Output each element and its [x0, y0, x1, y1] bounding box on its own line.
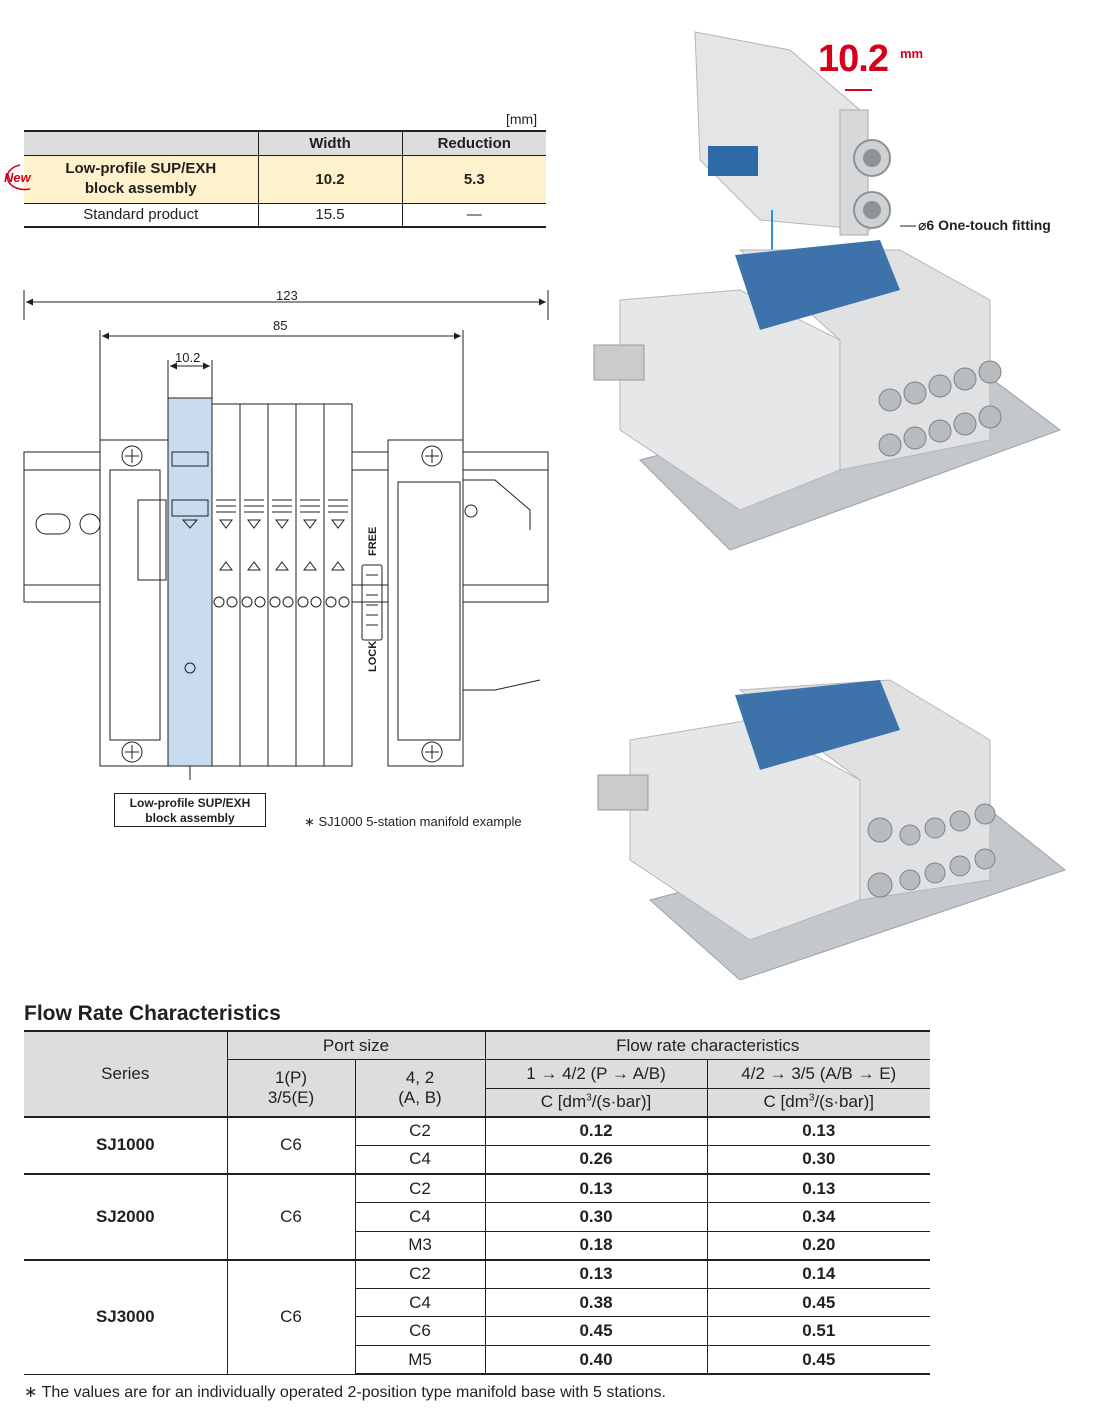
- header-row: Series Port size Flow rate characteristi…: [24, 1030, 930, 1118]
- flow2-cell: 0.45: [706, 1287, 930, 1318]
- flow2-cell: 0.34: [706, 1202, 930, 1232]
- ab-port-cell: C4: [355, 1202, 486, 1232]
- ab-port-cell: C6: [355, 1316, 486, 1347]
- series-cell: SJ2000: [24, 1172, 228, 1261]
- table-row: SJ1000 C6 C2 0.12 0.13: [24, 1115, 930, 1175]
- header-port-ab: 4, 2 (A, B): [354, 1059, 486, 1118]
- table-header-row: Width Reduction: [24, 131, 546, 156]
- row-reduction: 5.3: [401, 155, 546, 204]
- table-row: SJ2000 C6 C2 0.13 0.13: [24, 1172, 930, 1261]
- header-unit-2: C [dm3/(s·bar)]: [706, 1087, 930, 1118]
- callout-line1: Low-profile SUP/EXH: [129, 796, 251, 810]
- flow1-cell: 0.12: [484, 1115, 708, 1146]
- callout-line2: block assembly: [145, 811, 235, 825]
- table-row: M5 0.40 0.45: [24, 1345, 930, 1376]
- dim-block: 10.2: [175, 350, 201, 365]
- row-label: Low-profile SUP/EXH block assembly: [24, 155, 258, 204]
- width-comparison-table: Width Reduction Low-profile SUP/EXH bloc…: [24, 130, 546, 228]
- header-row: C [dm3/(s·bar)] C [dm3/(s·bar)]: [24, 1087, 930, 1118]
- flow1-cell: 0.38: [484, 1287, 708, 1318]
- flow2-cell: 0.51: [706, 1316, 930, 1347]
- manifold-drawing: LOCK FREE: [23, 290, 549, 780]
- flow-rate-table: Series Port size Flow rate characteristi…: [24, 1030, 930, 1376]
- example-note: ∗ SJ1000 5-station manifold example: [304, 814, 522, 829]
- photo-dimension-unit: mm: [900, 46, 924, 61]
- header-dir1: 1 → 4/2 (P → A/B): [484, 1059, 708, 1089]
- ab-port-cell: C4: [355, 1144, 486, 1175]
- ab-port-cell: C4: [355, 1287, 486, 1318]
- table-row: M3 0.18 0.20: [24, 1230, 930, 1261]
- new-badge: New: [4, 164, 32, 191]
- table-row: Low-profile SUP/EXH block assembly 10.2 …: [24, 155, 546, 204]
- ab-port-cell: M5: [355, 1345, 486, 1376]
- row-label-line2: block assembly: [84, 180, 197, 197]
- flow2-cell: 0.14: [706, 1258, 930, 1289]
- row-reduction: —: [401, 203, 546, 228]
- photo-dimension-value: 10.2: [818, 38, 889, 80]
- row-width: 10.2: [257, 155, 402, 204]
- ab-port-cell: M3: [355, 1230, 486, 1261]
- p-port-cell: C6: [226, 1115, 356, 1175]
- header-dir2: 4/2 → 3/5 (A/B → E): [706, 1059, 930, 1089]
- ab-port-cell: C2: [354, 1172, 486, 1204]
- row-label: Standard product: [24, 203, 258, 228]
- flow2-cell: 0.20: [706, 1230, 930, 1261]
- ab-port-cell: C2: [354, 1258, 486, 1289]
- header-port-ab-line2: (A, B): [398, 1087, 442, 1107]
- fitting-label: ⌀6 One-touch fitting: [918, 217, 1051, 233]
- table-row: C4 0.30 0.34: [24, 1202, 930, 1232]
- series-cell: SJ3000: [24, 1258, 228, 1375]
- flow1-cell: 0.26: [484, 1144, 708, 1175]
- sup-exh-block-image: [694, 31, 916, 328]
- manifold-image-bottom: [597, 679, 1067, 980]
- dim-overall: 123: [276, 288, 298, 303]
- flow1-cell: 0.30: [484, 1202, 708, 1232]
- flow1-cell: 0.18: [484, 1230, 708, 1261]
- footnote: ∗ The values are for an individually ope…: [24, 1384, 666, 1401]
- series-cell: SJ1000: [24, 1115, 228, 1175]
- new-badge-text: New: [4, 170, 32, 185]
- header-port-size: Port size: [226, 1030, 486, 1061]
- header-port-ab-line1: 4, 2: [405, 1067, 435, 1087]
- header-series: Series: [24, 1030, 228, 1118]
- header-port-p-line2: 3/5(E): [267, 1087, 315, 1107]
- table-row: SJ3000 C6 C2 0.13 0.14: [24, 1258, 930, 1375]
- header-row: 1(P) 3/5(E) 4, 2 (A, B) 1 → 4/2 (P → A/B…: [24, 1059, 930, 1118]
- header-port-p: 1(P) 3/5(E): [227, 1059, 356, 1118]
- flow1-cell: 0.40: [484, 1345, 708, 1376]
- header-unit-1: C [dm3/(s·bar)]: [485, 1087, 708, 1118]
- lock-label: LOCK: [367, 641, 379, 672]
- flow2-cell: 0.13: [706, 1172, 930, 1204]
- flow2-cell: 0.13: [706, 1115, 930, 1146]
- row-label-line1: Low-profile SUP/EXH: [65, 160, 217, 177]
- table-row: Standard product 15.5 —: [24, 203, 546, 228]
- callout-sup-exh: Low-profile SUP/EXH block assembly: [114, 793, 266, 827]
- manifold-image-top: [593, 240, 1062, 551]
- header-port-p-line1: 1(P): [274, 1067, 308, 1087]
- p-port-cell: C6: [226, 1258, 356, 1375]
- section-title: Flow Rate Characteristics: [24, 1002, 281, 1025]
- flow2-cell: 0.45: [706, 1345, 930, 1376]
- dim-inner: 85: [273, 318, 288, 333]
- product-photos: [593, 31, 1067, 980]
- ab-port-cell: C2: [354, 1115, 486, 1146]
- free-label: FREE: [367, 527, 379, 556]
- flow1-cell: 0.45: [484, 1316, 708, 1347]
- header-blank: [24, 131, 258, 156]
- row-width: 15.5: [257, 203, 402, 228]
- p-port-cell: C6: [226, 1172, 356, 1261]
- header-flow-rate: Flow rate characteristics: [484, 1030, 930, 1061]
- header-reduction: Reduction: [401, 131, 546, 156]
- unit-label: [mm]: [506, 111, 538, 127]
- flow1-cell: 0.13: [484, 1172, 708, 1204]
- header-width: Width: [257, 131, 402, 156]
- flow1-cell: 0.13: [484, 1258, 708, 1289]
- flow2-cell: 0.30: [706, 1144, 930, 1175]
